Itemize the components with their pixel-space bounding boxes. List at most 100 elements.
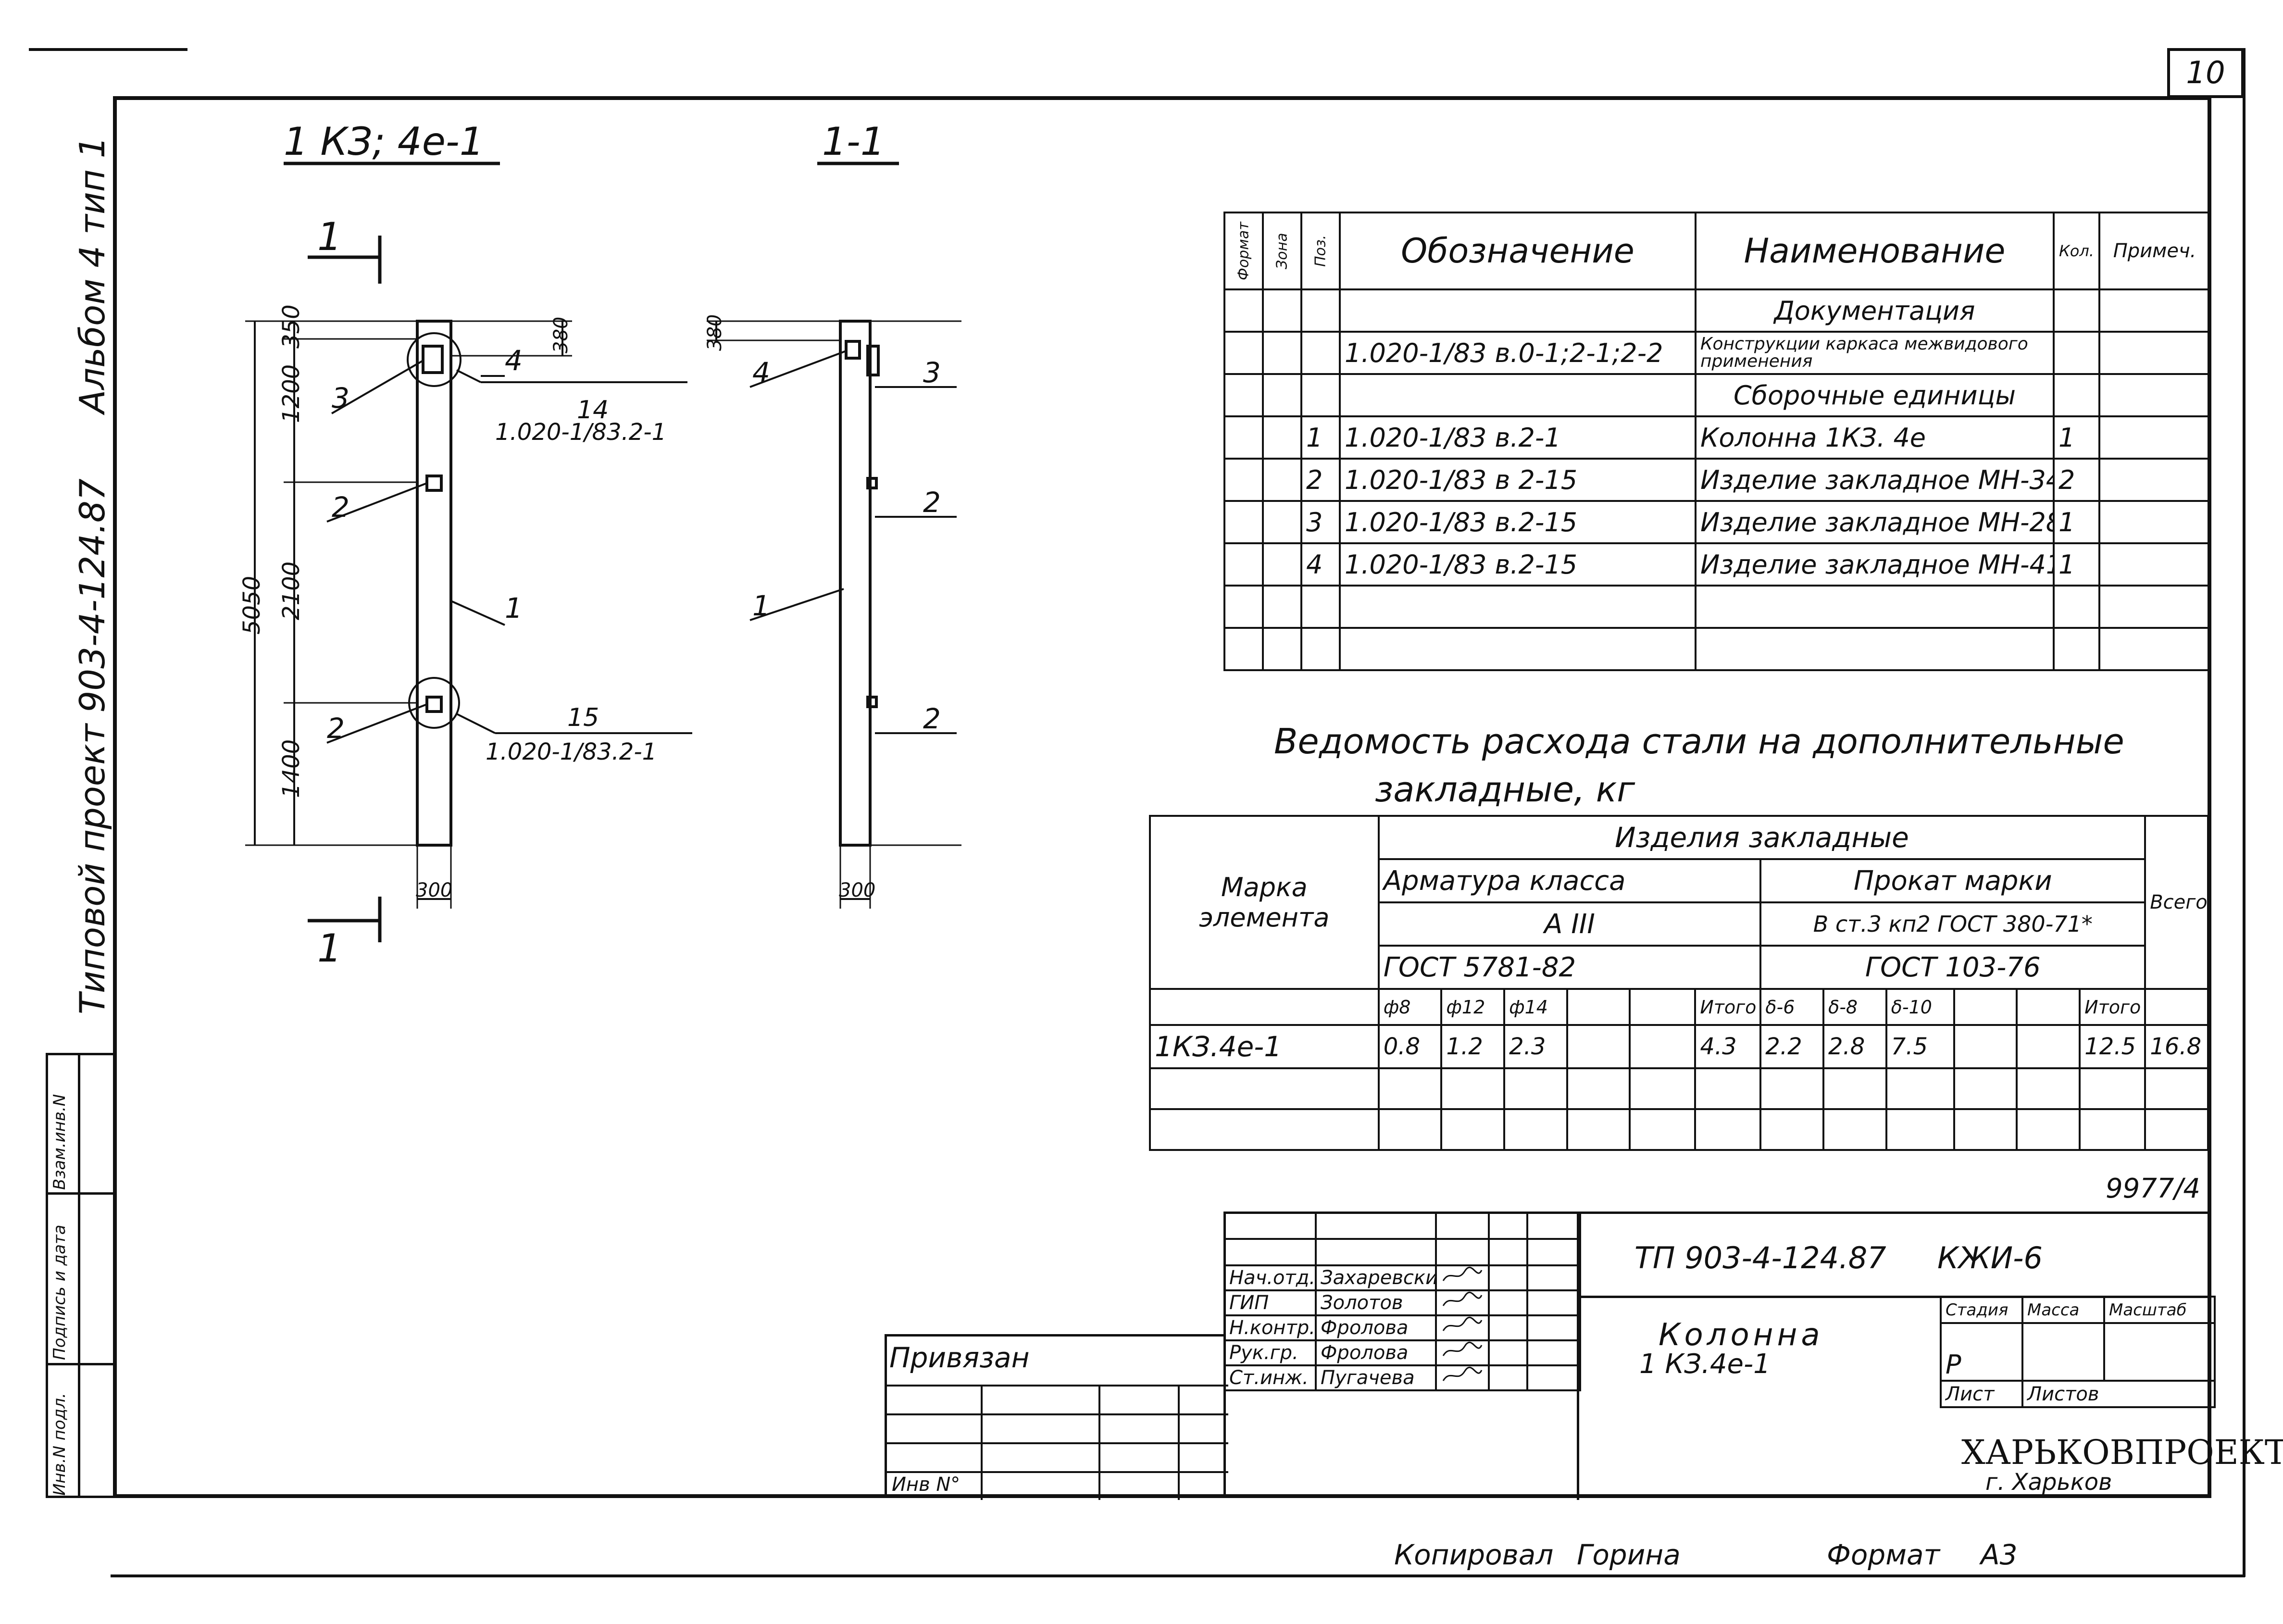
staff-row: Н.контр.Фролова	[1223, 1314, 1581, 1341]
footer-format: А3	[1981, 1538, 2018, 1571]
spec-cell-format	[1223, 331, 1264, 375]
steel-value-cell: 7.5	[1885, 1024, 1955, 1069]
doc-mark: КЖИ-6	[1937, 1240, 2043, 1275]
section-embed-2-bottom	[866, 696, 878, 708]
staff-name: Фролова	[1315, 1339, 1437, 1366]
steel-rolled-grade: В ст.3 кп2 ГОСТ 380-71*	[1759, 901, 2146, 947]
spec-h-note: Примеч.	[2098, 212, 2211, 290]
spec-cell-qty: 1	[2053, 542, 2100, 587]
spec-cell-name: Документация	[1695, 288, 2055, 333]
spec-h-qty: Кол.	[2053, 212, 2100, 290]
callout-front-4: 4	[505, 344, 523, 377]
spec-row	[1223, 585, 2211, 629]
callout-section-4: 4	[752, 356, 770, 389]
spec-row: Сборочные единицы	[1223, 373, 2211, 417]
spec-cell-zone	[1262, 500, 1302, 544]
steel-total-h: Всего	[2144, 815, 2209, 990]
signature-icon	[1442, 1267, 1483, 1281]
steel-total-value: 16.8	[2144, 1024, 2209, 1069]
staff-signature	[1435, 1314, 1490, 1341]
steel-rolled-gost: ГОСТ 103-76	[1759, 945, 2146, 990]
org-city: г. Харьков	[1985, 1469, 2112, 1496]
steel-sub-cell	[1629, 988, 1697, 1026]
staff-role: Нач.отд.	[1223, 1264, 1317, 1291]
staff-row: Ст.инж.Пугачева	[1223, 1364, 1581, 1391]
staff-role: Н.контр.	[1223, 1314, 1317, 1341]
dim-front-380: 380	[550, 317, 572, 353]
callout-section-3: 3	[923, 356, 941, 389]
spec-cell-pos	[1300, 288, 1341, 333]
spec-cell-zone	[1262, 585, 1302, 629]
frame-left	[113, 96, 117, 1498]
scale-label: Масштаб	[2103, 1296, 2216, 1324]
title-block: Нач.отд.ЗахаревскийГИПЗолотовН.контр.Фро…	[1223, 1212, 2283, 1500]
callout-front-15: 15	[567, 703, 599, 732]
outer-bottom-line	[111, 1574, 2245, 1577]
steel-value-cell	[1953, 1024, 2018, 1069]
staff-signature	[1435, 1264, 1490, 1291]
steel-value-cell: 0.8	[1377, 1024, 1443, 1069]
column-drawing: 1 КЗ; 4е-1 1-1 1 1 350 1200 2100 1400 50…	[238, 119, 961, 971]
side-stamp-column: Инв.N подл. Подпись и дата Взам.инв.N	[46, 1053, 115, 1498]
spec-cell-designation	[1339, 373, 1697, 417]
staff-table: Нач.отд.ЗахаревскийГИПЗолотовН.контр.Фро…	[1223, 1212, 1581, 1391]
spec-cell-format	[1223, 415, 1264, 460]
callout-front-3: 3	[332, 382, 349, 414]
steel-rebar-gost: ГОСТ 5781-82	[1377, 945, 1762, 990]
front-embed-2-bottom	[425, 696, 443, 713]
section-mark-bottom: 1	[317, 926, 342, 971]
spec-cell-pos: 2	[1300, 458, 1341, 502]
steel-sub-cell: δ-6	[1759, 988, 1824, 1026]
spec-cell-pos	[1300, 585, 1341, 629]
section-mark-top: 1	[317, 214, 342, 259]
spec-cell-qty	[2053, 331, 2100, 375]
spec-row	[1223, 627, 2211, 671]
dim-front-350: 350	[278, 304, 305, 349]
spec-cell-qty: 1	[2053, 500, 2100, 544]
steel-title: Ведомость расхода стали на дополнительны…	[1274, 721, 2124, 762]
steel-sub-cell: δ-8	[1822, 988, 1887, 1026]
sheets-label: Листов	[2021, 1380, 2216, 1408]
dim-front-300: 300	[416, 879, 452, 901]
spec-h-format: Формат	[1224, 212, 1263, 289]
staff-name: Пугачева	[1315, 1364, 1437, 1391]
spec-cell-note	[2098, 415, 2211, 460]
spec-cell-note	[2098, 458, 2211, 502]
doc-code: ТП 903-4-124.87	[1634, 1240, 1886, 1275]
spec-cell-zone	[1262, 415, 1302, 460]
sheet-number: 10	[2186, 55, 2225, 91]
spec-cell-name: Изделие закладное МН-41	[1695, 542, 2055, 587]
steel-sub-cell	[2016, 988, 2081, 1026]
spec-cell-name: Колонна 1КЗ. 4е	[1695, 415, 2055, 460]
callout-front-14: 14	[577, 396, 609, 425]
spec-cell-qty: 2	[2053, 458, 2100, 502]
section-embed-3	[866, 345, 880, 376]
steel-value-cell: 4.3	[1694, 1024, 1762, 1069]
signature-icon	[1442, 1342, 1483, 1356]
staff-name: Золотов	[1315, 1289, 1437, 1316]
spec-cell-pos: 3	[1300, 500, 1341, 544]
steel-sub-cell: ф8	[1377, 988, 1443, 1026]
spec-h-name: Наименование	[1695, 212, 2055, 290]
steel-value-cell	[1629, 1024, 1697, 1069]
dim-front-5050: 5050	[238, 576, 265, 635]
spec-table: Формат Зона Поз. Обозначение Наименовани…	[1223, 212, 2211, 671]
steel-sub-cell	[1953, 988, 2018, 1026]
spec-cell-format	[1223, 627, 1264, 671]
footer-copied: Копировал	[1394, 1538, 1554, 1571]
callout-front-15-ref: 1.020-1/83.2-1	[486, 738, 657, 765]
section-column	[839, 320, 872, 847]
spec-cell-zone	[1262, 627, 1302, 671]
dim-front-1200: 1200	[278, 364, 305, 423]
steel-value-cell	[2016, 1024, 2081, 1069]
signature-icon	[1442, 1292, 1483, 1306]
dim-section-300: 300	[839, 879, 875, 901]
staff-name: Фролова	[1315, 1314, 1437, 1341]
view-front-label: 1 КЗ; 4е-1	[284, 119, 484, 164]
spec-cell-designation: 1.020-1/83 в.2-15	[1339, 542, 1697, 587]
spec-cell-qty	[2053, 288, 2100, 333]
frame-right	[2208, 96, 2211, 1498]
steel-value-cell: 2.8	[1822, 1024, 1887, 1069]
